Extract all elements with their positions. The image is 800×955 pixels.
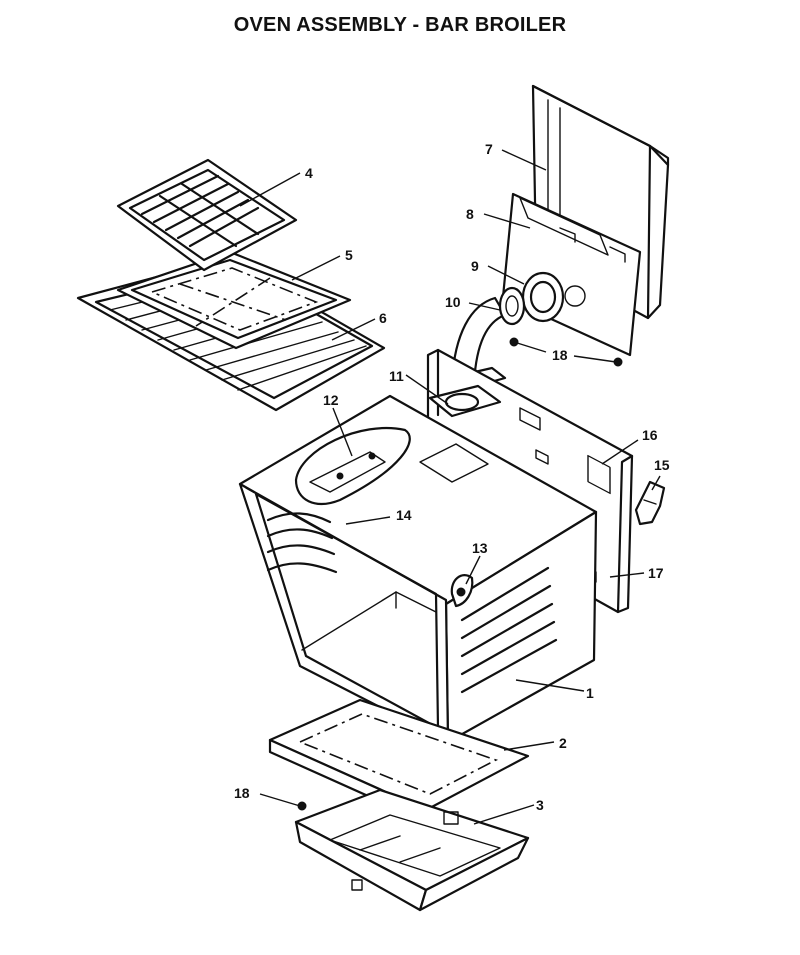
callout-4: 4	[305, 165, 313, 181]
callout-1: 1	[586, 685, 594, 701]
callout-11: 11	[389, 368, 404, 384]
diagram-title: OVEN ASSEMBLY - BAR BROILER	[233, 14, 567, 36]
callout-7: 7	[485, 141, 493, 157]
top-insulation-part-12	[294, 427, 411, 505]
callout-15: 15	[654, 457, 670, 473]
callout-9: 9	[471, 258, 479, 274]
leader-lines	[239, 149, 661, 825]
broiler-pan-part-5	[116, 250, 352, 350]
callout-16: 16	[642, 427, 658, 443]
ring-gasket-part-9	[521, 271, 565, 323]
callout-17: 17	[648, 565, 664, 581]
inner-plate-part-8	[501, 192, 642, 357]
callout-8: 8	[466, 206, 474, 222]
callouts: 1 2 3 4 5 6 7 8 9 10 11 12 13 14 15 16 1…	[234, 141, 670, 813]
callout-2: 2	[559, 735, 567, 751]
callout-10: 10	[445, 294, 461, 310]
callout-6: 6	[379, 310, 387, 326]
callout-12: 12	[323, 392, 339, 408]
small-bracket-part-15	[634, 480, 666, 526]
door-gasket-part-14	[245, 487, 443, 599]
bottom-tray-part-3	[294, 788, 530, 912]
callout-13: 13	[472, 540, 488, 556]
callout-18-lower: 18	[234, 785, 250, 801]
callout-18-upper: 18	[552, 347, 568, 363]
broiler-grid-part-4	[116, 158, 298, 272]
callout-14: 14	[396, 507, 412, 523]
callout-3: 3	[536, 797, 544, 813]
callout-5: 5	[345, 247, 353, 263]
